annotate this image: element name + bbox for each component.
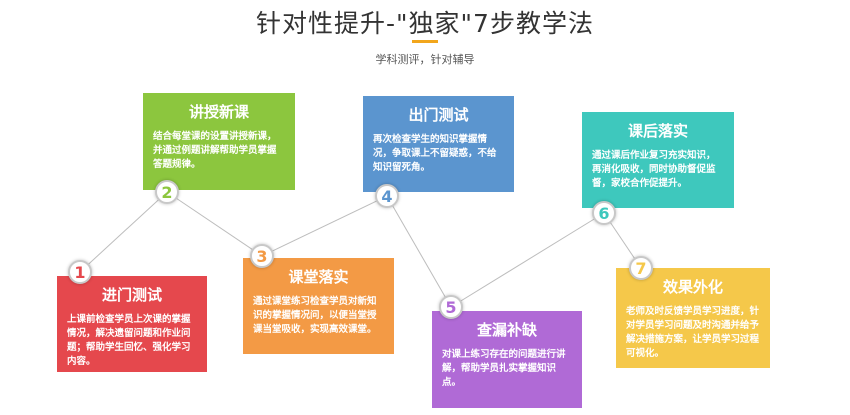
step-title: 讲授新课 — [188, 103, 249, 121]
step-card-4: 出门测试 再次检查学生的知识掌握情况，争取课上不留疑惑，不给知识留死角。 — [363, 96, 514, 192]
step-title: 课后落实 — [627, 122, 688, 140]
connector-3-4 — [261, 195, 388, 257]
step-number-badge-4: 4 — [375, 184, 399, 208]
step-card-3: 课堂落实 通过课堂练习检查学员对新知识的掌握情况问，以便当堂授课当堂吸收，实现高… — [243, 258, 394, 354]
step-description: 老师及时反馈学员学习进度，针对学员学习问题及时沟通并给予解决措施方案，让学员学习… — [626, 306, 760, 359]
page-title: 针对性提升-"独家"7步教学法 — [256, 9, 594, 38]
title-underline — [412, 40, 438, 43]
step-title: 查漏补缺 — [476, 321, 537, 339]
step-number-badge-1: 1 — [68, 260, 92, 284]
step-description: 结合每堂课的设置讲授新课，并通过例题讲解帮助学员掌握答题规律。 — [153, 131, 277, 170]
step-number-badge-7: 7 — [629, 256, 653, 280]
step-card-6: 课后落实 通过课后作业复习充实知识，再消化吸收，同时协助督促监督，家校合作促提升… — [582, 112, 734, 208]
step-description: 对课上练习存在的问题进行讲解，帮助学员扎实掌握知识点。 — [442, 349, 566, 388]
step-title: 效果外化 — [662, 278, 723, 296]
connector-4-5 — [386, 195, 452, 308]
step-number-badge-5: 5 — [439, 295, 463, 319]
step-description: 通过课堂练习检查学员对新知识的掌握情况问，以便当堂授课当堂吸收，实现高效课堂。 — [253, 296, 377, 335]
connector-5-6 — [450, 212, 605, 308]
step-title: 出门测试 — [408, 106, 469, 124]
step-title: 进门测试 — [101, 286, 162, 304]
connector-1-2 — [79, 191, 168, 273]
step-description: 再次检查学生的知识掌握情况，争取课上不留疑惑，不给知识留死角。 — [373, 134, 497, 173]
step-number-badge-2: 2 — [155, 180, 179, 204]
step-card-5: 查漏补缺 对课上练习存在的问题进行讲解，帮助学员扎实掌握知识点。 — [432, 311, 582, 408]
step-description: 上课前检查学员上次课的掌握情况，解决遗留问题和作业问题；帮助学生回忆、强化学习内… — [67, 314, 191, 367]
step-description: 通过课后作业复习充实知识，再消化吸收，同时协助督促监督，家校合作促提升。 — [592, 150, 716, 189]
step-number-badge-6: 6 — [592, 201, 616, 225]
step-card-7: 效果外化 老师及时反馈学员学习进度，针对学员学习问题及时沟通并给予解决措施方案，… — [616, 268, 770, 368]
page-subtitle: 学科测评，针对辅导 — [375, 53, 475, 66]
connector-2-3 — [166, 191, 263, 257]
step-number-badge-3: 3 — [250, 244, 274, 268]
step-card-2: 讲授新课 结合每堂课的设置讲授新课，并通过例题讲解帮助学员掌握答题规律。 — [143, 93, 295, 190]
step-card-1: 进门测试 上课前检查学员上次课的掌握情况，解决遗留问题和作业问题；帮助学生回忆、… — [57, 276, 207, 372]
step-title: 课堂落实 — [288, 268, 349, 286]
